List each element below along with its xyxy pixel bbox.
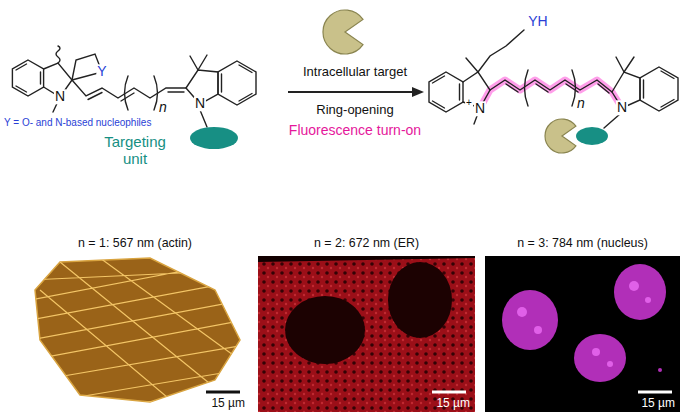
label-holder: n (577, 96, 585, 111)
label-holder: Y (96, 64, 107, 79)
label-holder: Fluorescence turn-on (289, 123, 421, 138)
label-holder: N (616, 100, 628, 115)
spiro-molecule (12, 46, 256, 127)
scale-bar (638, 391, 672, 394)
atom-label: N (474, 101, 486, 116)
scale-label: 15 µm (641, 396, 680, 412)
atom-label: N (194, 96, 206, 111)
annotation-label: n (577, 96, 585, 111)
nucleus-image (485, 256, 680, 412)
label-holder: Targeting unit (95, 134, 175, 167)
panel-heading: n = 1: 567 nm (actin) (20, 234, 250, 252)
label-holder: Ring-opening (316, 103, 393, 117)
label-holder: N (54, 89, 66, 104)
scale-bar (432, 391, 466, 394)
label-holder: N (474, 101, 486, 116)
reaction-arrow (288, 87, 424, 97)
annotation-label: Targeting unit (95, 134, 175, 167)
label-holder: YH (527, 14, 548, 29)
actin-image (30, 258, 245, 410)
annotation-label: Y = O- and N-based nucleophiles (4, 117, 151, 128)
atom-label: YH (527, 14, 548, 29)
atom-label: N (54, 89, 66, 104)
label-holder: N (194, 96, 206, 111)
atom-label: + (465, 97, 473, 108)
annotation-label: n (159, 100, 167, 115)
atom-label: N (616, 100, 628, 115)
scale-label: 15 µm (211, 396, 250, 412)
atom-label: Y (96, 64, 107, 79)
panel-heading: n = 2: 672 nm (ER) (258, 234, 475, 252)
label-holder: Y = O- and N-based nucleophiles (4, 117, 151, 128)
target-protein (323, 10, 363, 54)
panel-heading: n = 3: 784 nm (nucleus) (485, 234, 680, 252)
label-holder: + (465, 97, 473, 108)
image-panel: n = 3: 784 nm (nucleus) 15 µm (485, 234, 680, 412)
image-panel: n = 1: 567 nm (actin) 15 µm (20, 234, 250, 412)
open-molecule (429, 30, 678, 128)
targeting-unit (576, 127, 608, 145)
label-holder: Intracellular target (303, 65, 407, 79)
er-image (258, 256, 475, 412)
targeting-unit (190, 127, 238, 149)
label-holder: n (159, 100, 167, 115)
annotation-label: Ring-opening (316, 103, 393, 117)
target-protein (545, 119, 576, 153)
conjugation-highlight (480, 80, 622, 108)
image-panel: n = 2: 672 nm (ER) 15 µm (258, 234, 475, 412)
scale-label: 15 µm (436, 396, 475, 412)
scale-bar (206, 391, 240, 394)
annotation-label: Intracellular target (303, 65, 407, 79)
annotation-label: Fluorescence turn-on (289, 123, 421, 138)
